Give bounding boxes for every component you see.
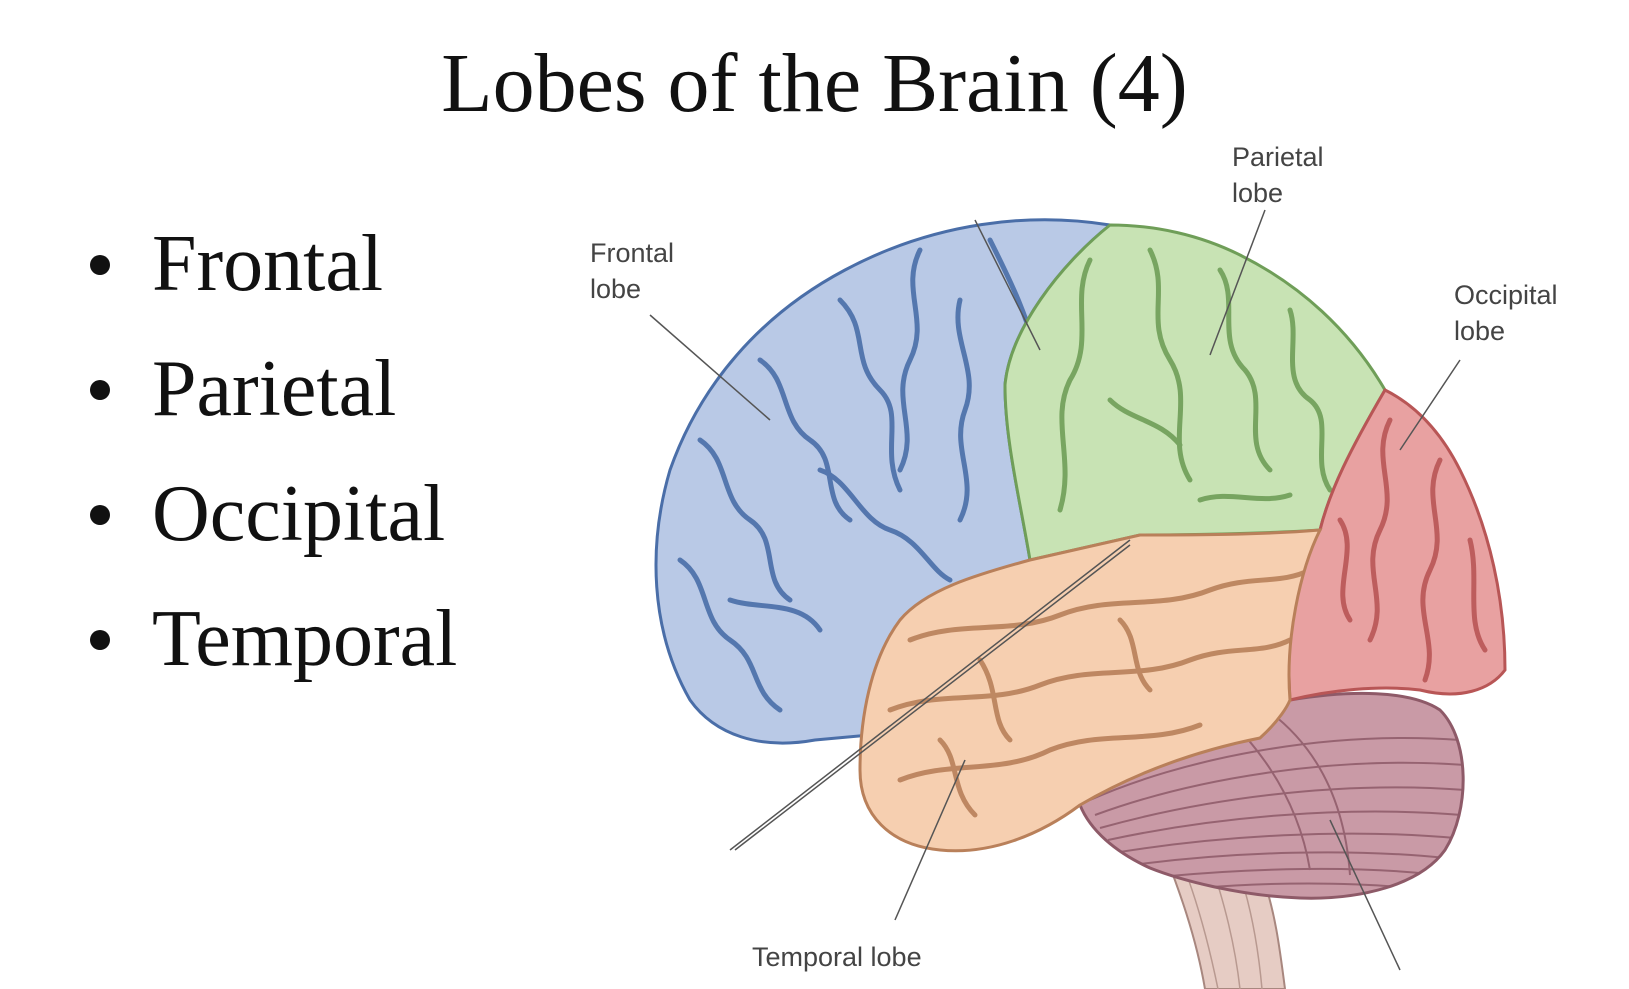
list-item-label: Temporal (152, 595, 458, 683)
list-item: Temporal (82, 599, 457, 724)
bullet-icon (90, 380, 110, 400)
bullet-icon (90, 255, 110, 275)
list-item-label: Occipital (152, 470, 446, 558)
frontal-lobe-label-line1: Frontal (590, 238, 674, 268)
occipital-lobe-label-line2: lobe (1454, 316, 1505, 346)
bullet-icon (90, 630, 110, 650)
leader-lines (649, 209, 1461, 971)
list-item: Frontal (82, 224, 457, 349)
lobe-list: Frontal Parietal Occipital Temporal (82, 224, 457, 724)
frontal-lobe-label-line2: lobe (590, 274, 641, 304)
slide-title: Lobes of the Brain (4) (441, 37, 1188, 130)
occipital-lobe-label-line1: Occipital (1454, 280, 1558, 310)
list-item-label: Frontal (152, 220, 384, 308)
parietal-lobe-label-line1: Parietal (1232, 142, 1324, 172)
list-item: Parietal (82, 349, 457, 474)
bullet-icon (90, 505, 110, 525)
temporal-lobe-label: Temporal lobe (752, 942, 922, 972)
list-item-label: Parietal (152, 345, 397, 433)
temporal-lobe (858, 528, 1323, 853)
parietal-lobe-label-line2: lobe (1232, 178, 1283, 208)
list-item: Occipital (82, 474, 457, 599)
